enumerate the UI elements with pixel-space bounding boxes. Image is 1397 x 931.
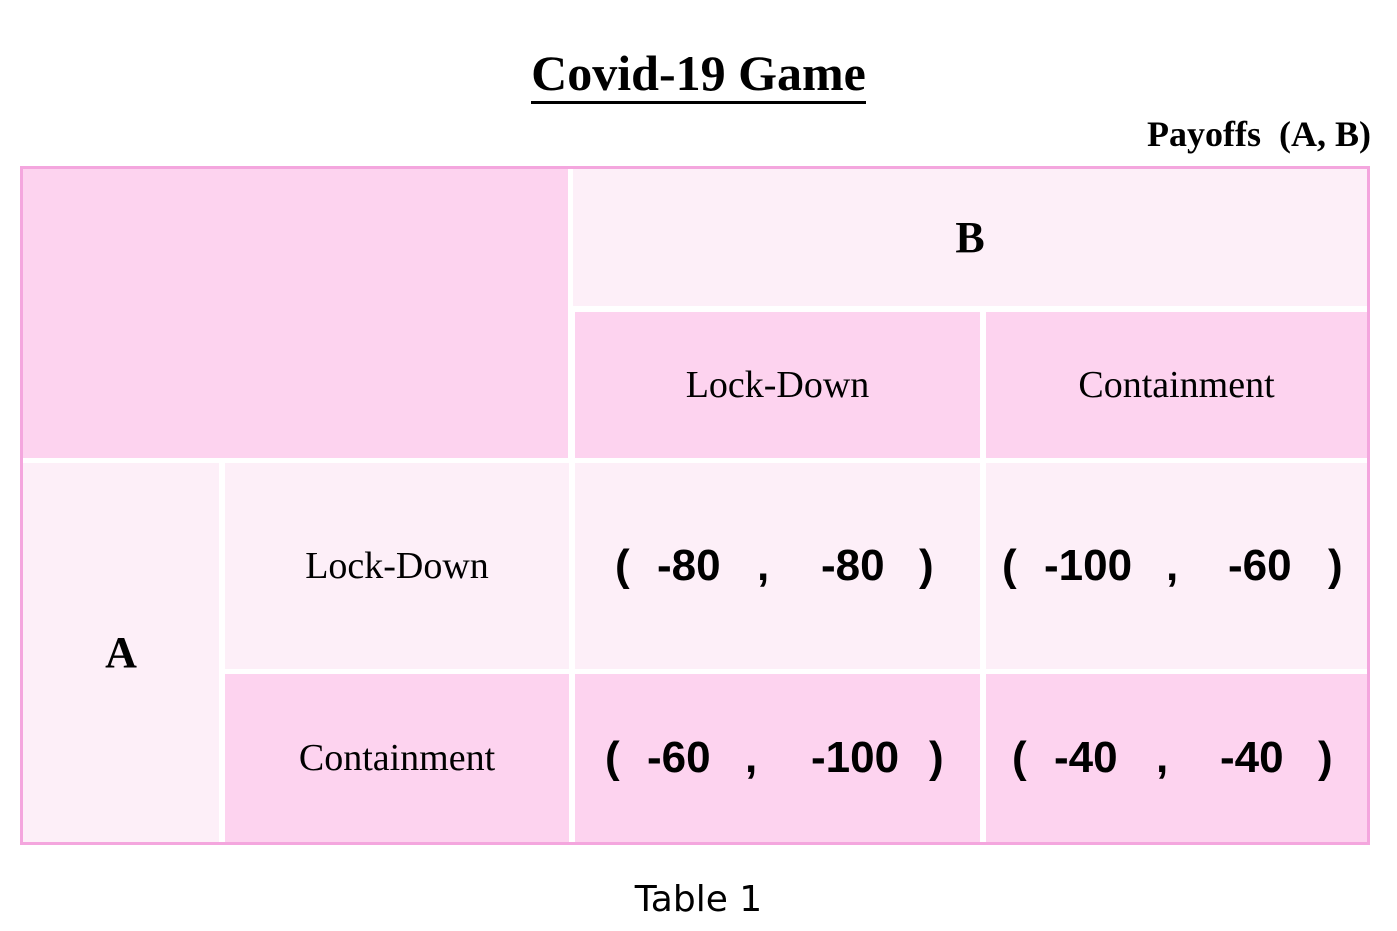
row-header-containment: Containment: [225, 674, 569, 842]
close-paren: ): [929, 733, 944, 782]
player-b-header: B: [573, 169, 1367, 306]
player-a-header: A: [23, 463, 219, 842]
payoff-a-value: -60: [647, 733, 711, 782]
comma: ,: [1166, 541, 1179, 590]
payoff-b-value: -100: [811, 733, 900, 782]
open-paren: (: [1002, 541, 1017, 590]
payoffs-legend: Payoffs (A, B): [1147, 114, 1371, 154]
comma: ,: [745, 733, 758, 782]
payoff-cell: ( -40 , -40 ): [986, 674, 1367, 842]
close-paren: ): [1328, 541, 1343, 590]
payoff-b-value: -40: [1220, 733, 1284, 782]
payoff-cell: ( -80 , -80 ): [575, 463, 980, 669]
row-header-lockdown: Lock-Down: [225, 463, 569, 669]
title-text: Covid-19 Game: [531, 45, 866, 104]
corner-blank: [23, 169, 568, 458]
payoff-a-value: -80: [657, 541, 721, 590]
payoff-b-value: -80: [821, 541, 885, 590]
open-paren: (: [605, 733, 620, 782]
col-header-containment: Containment: [986, 312, 1367, 458]
table-caption: Table 1: [634, 879, 763, 920]
payoff-matrix: B Lock-Down Containment A Lock-Down Cont…: [20, 166, 1370, 845]
payoff-b-value: -60: [1228, 541, 1292, 590]
payoff-cell: ( -100 , -60 ): [986, 463, 1367, 669]
payoff-a-value: -100: [1044, 541, 1133, 590]
comma: ,: [1156, 733, 1169, 782]
comma: ,: [757, 541, 770, 590]
payoff-a-value: -40: [1054, 733, 1118, 782]
payoff-cell: ( -60 , -100 ): [575, 674, 980, 842]
open-paren: (: [615, 541, 630, 590]
close-paren: ): [1318, 733, 1333, 782]
page-title: Covid-19 Game: [0, 38, 1397, 108]
close-paren: ): [919, 541, 934, 590]
open-paren: (: [1012, 733, 1027, 782]
col-header-lockdown: Lock-Down: [575, 312, 980, 458]
